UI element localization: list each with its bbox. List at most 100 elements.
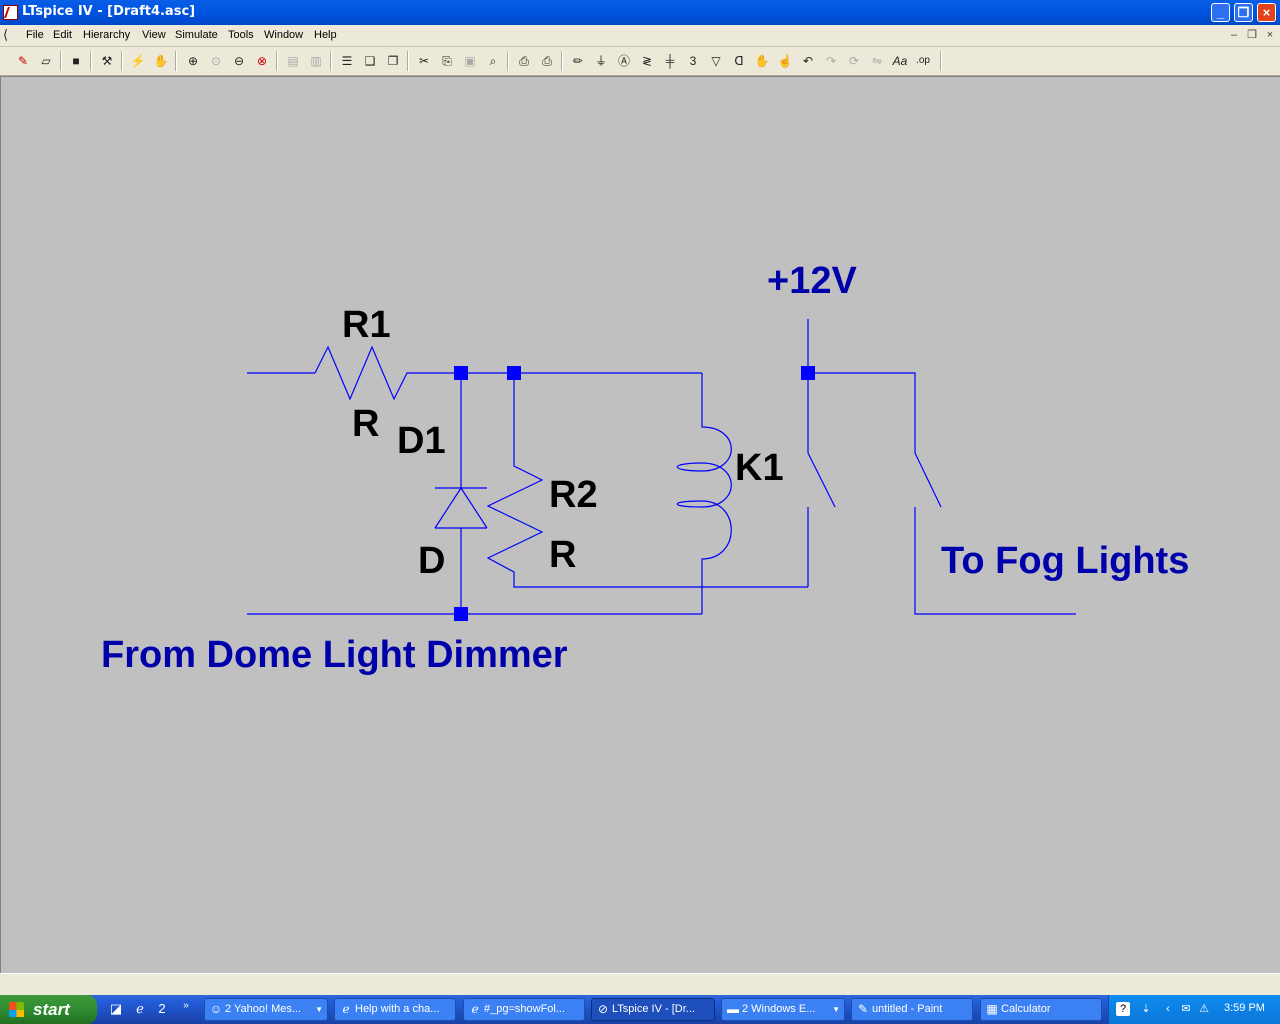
menu-file[interactable]: File [26,29,44,41]
paste-icon[interactable]: ▣ [464,54,476,68]
capacitor-icon[interactable]: ╪ [665,54,675,68]
d1-value-label: D [418,540,445,582]
output-label: To Fog Lights [941,540,1189,582]
folder-icon: ▬ [727,1002,739,1016]
undo-icon[interactable]: ↶ [802,54,814,68]
zoom-in-icon[interactable]: ⊕ [187,54,199,68]
task-ltspice[interactable]: ⊘ LTspice IV - [Dr... [591,998,715,1021]
ie-icon: ℯ [471,1002,479,1016]
yahoo-icon: ☺ [209,1002,223,1016]
zoom-fit-icon[interactable]: ⊗ [256,54,268,68]
ground-icon[interactable]: ⏚ [594,54,607,68]
move-icon[interactable]: ✋ [754,54,770,68]
printer-icon[interactable]: ⎙ [542,54,552,68]
print-icon[interactable]: ❐ [387,54,399,68]
mdi-close-button[interactable]: × [1266,29,1274,41]
new-schematic-icon[interactable]: ✎ [17,54,29,68]
tray-expand-icon[interactable]: ‹ [1166,1003,1170,1015]
tray-arrow-icon[interactable]: ⇣ [1141,1003,1151,1015]
mdi-restore-button[interactable]: ❐ [1247,29,1257,41]
menu-simulate[interactable]: Simulate [175,29,218,41]
task-label: LTspice IV - [Dr... [612,1003,695,1015]
redo-icon[interactable]: ↷ [825,54,837,68]
tile-horizontal-icon[interactable]: ▤ [287,54,299,68]
security-tray-icon[interactable]: ⚠ [1199,1003,1209,1015]
mdi-minimize-button[interactable]: – [1230,29,1238,41]
task-paint[interactable]: ✎ untitled - Paint [851,998,973,1021]
diode-icon[interactable]: ▽ [711,54,721,68]
tile-vertical-icon[interactable]: ▥ [310,54,322,68]
task-ie-folder[interactable]: ℯ #_pg=showFol... [463,998,585,1021]
r1-name-label: R1 [342,304,391,346]
cascade-icon[interactable]: ☰ [341,54,353,68]
r2-name-label: R2 [549,474,598,516]
menu-hierarchy[interactable]: Hierarchy [83,29,131,41]
print-preview-icon[interactable]: ❏ [364,54,376,68]
halt-icon[interactable]: ✋ [153,54,169,68]
ie-quicklaunch-icon[interactable]: ℯ [136,1001,144,1016]
help-icon[interactable]: ? [1116,1002,1130,1016]
junction-node-1 [454,366,468,380]
document-menu-icon[interactable]: ⟨ [3,27,9,42]
find-icon[interactable]: ⌕ [489,54,497,68]
messenger-tray-icon[interactable]: ✉ [1181,1003,1191,1015]
diode-d1-symbol [434,486,488,529]
start-label: start [33,1000,70,1019]
schematic-drawing: R1 R D1 D R2 R K1 +12V To Fog Lights Fro… [101,260,1189,676]
spice-directive-icon[interactable]: .op [916,55,930,66]
menu-window[interactable]: Window [264,29,304,41]
ltspice-app-icon[interactable] [3,5,18,20]
resistor-r2-symbol [486,373,808,588]
drag-icon[interactable]: ☝ [777,54,793,68]
print-setup-icon[interactable]: ⎙ [519,54,529,68]
junction-node-2 [507,366,521,380]
windows-logo-icon [9,1002,24,1017]
chevron-down-icon: ▼ [832,1005,840,1014]
menu-view[interactable]: View [142,29,166,41]
component-icon[interactable]: ᗡ [734,54,744,68]
k1-name-label: K1 [735,447,784,489]
mirror-icon[interactable]: ⇋ [871,54,883,68]
task-label: #_pg=showFol... [484,1003,566,1015]
save-icon[interactable]: ■ [72,54,80,68]
chevron-right-icon[interactable]: » [183,1000,189,1011]
rotate-icon[interactable]: ⟳ [848,54,860,68]
wire-icon[interactable]: ✏ [572,54,584,68]
resistor-icon[interactable]: ≷ [641,54,653,68]
task-windows-explorer[interactable]: ▬ 2 Windows E... ▼ [721,998,845,1021]
zoom-pan-icon[interactable]: ⊙ [210,54,222,68]
show-desktop-icon[interactable]: ◪ [109,1001,123,1016]
wire-output [914,507,1076,615]
close-button[interactable]: × [1257,3,1276,22]
clock[interactable]: 3:59 PM [1224,1002,1265,1014]
task-help-chart[interactable]: ℯ Help with a cha... [334,998,456,1021]
switch-blade-1 [807,452,836,508]
zoom-out-icon[interactable]: ⊖ [233,54,245,68]
task-calculator[interactable]: ▦ Calculator [980,998,1102,1021]
start-button[interactable]: start [0,995,97,1024]
inductor-icon[interactable]: 3 [689,54,697,68]
open-icon[interactable]: ▱ [41,54,51,68]
ie-icon: ℯ [342,1002,350,1016]
calculator-icon: ▦ [986,1002,998,1016]
cut-icon[interactable]: ✂ [418,54,430,68]
restore-button[interactable]: ❐ [1234,3,1253,22]
text-icon[interactable]: Aa [892,54,908,68]
control-panel-icon[interactable]: ⚒ [101,54,113,68]
minimize-button[interactable]: _ [1211,3,1230,22]
resistor-r1-symbol [314,345,421,401]
copy-icon[interactable]: ⎘ [442,54,452,68]
menu-help[interactable]: Help [314,29,337,41]
taskbar: start ◪ ℯ 2 » ☺ 2 Yahoo! Mes... ▼ ℯ Help… [0,995,1280,1024]
task-yahoo[interactable]: ☺ 2 Yahoo! Mes... ▼ [204,998,328,1021]
quicklaunch-count[interactable]: 2 [158,1001,166,1016]
relay-k1-coil [676,373,732,614]
title-bar: LTspice IV - [Draft4.asc] _ ❐ × [0,0,1280,25]
menu-tools[interactable]: Tools [228,29,254,41]
junction-node-3 [801,366,815,380]
schematic-canvas[interactable]: R1 R D1 D R2 R K1 +12V To Fog Lights Fro… [0,76,1280,973]
menu-edit[interactable]: Edit [53,29,72,41]
label-net-icon[interactable]: Ⓐ [617,54,630,68]
menu-bar: ⟨ File Edit Hierarchy View Simulate Tool… [0,25,1280,47]
run-icon[interactable]: ⚡ [130,54,146,68]
